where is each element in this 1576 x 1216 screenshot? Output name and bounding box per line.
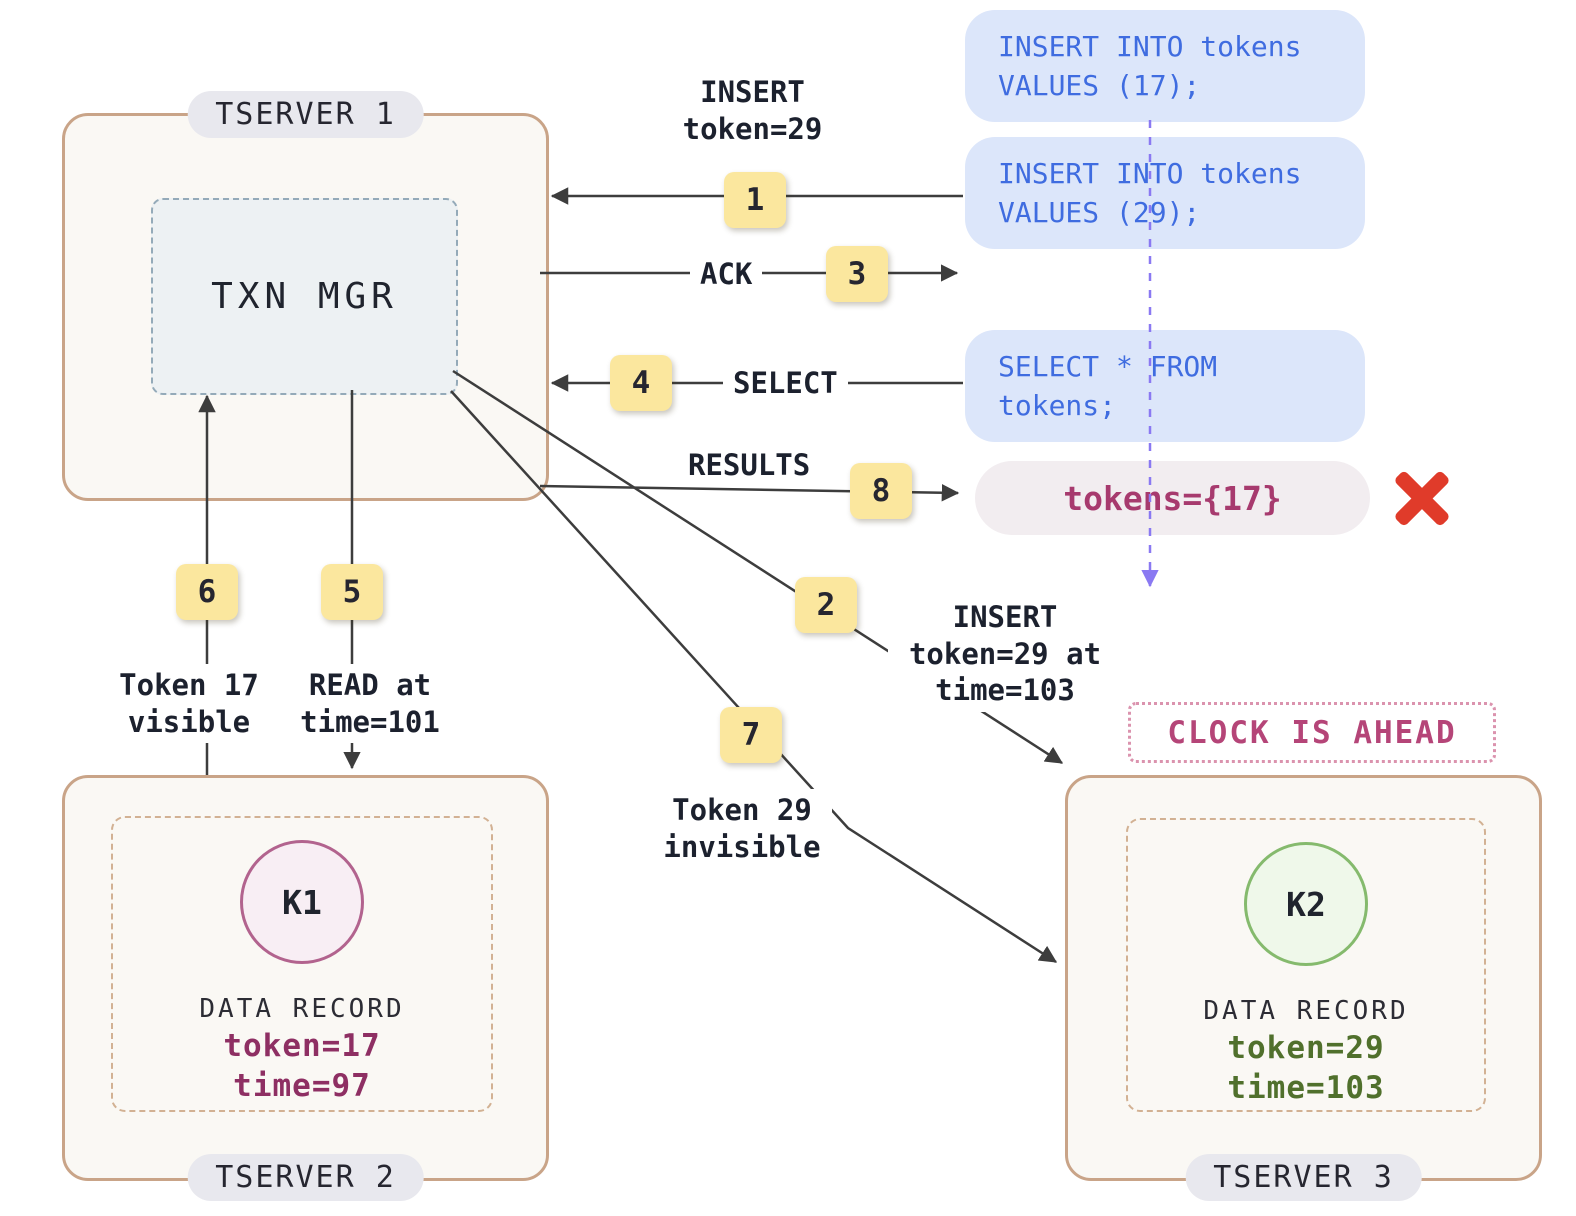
sql-select-box: SELECT * FROM tokens;: [965, 330, 1365, 443]
label-insert-at-line2: token=29 at: [908, 636, 1102, 671]
label-token17-visible: Token 17 visible: [104, 664, 274, 744]
label-read-at-time101: READ at time=101: [286, 664, 454, 744]
tserver2-box: K1 DATA RECORD token=17 time=97 TSERVER …: [62, 775, 549, 1201]
sql-select-line1: SELECT * FROM: [998, 350, 1218, 383]
tserver1-box: TSERVER 1 TXN MGR: [62, 91, 549, 501]
tserver2-record-title: DATA RECORD: [199, 994, 405, 1024]
sql-select-line2: tokens;: [998, 389, 1117, 423]
step-badge-8: 8: [850, 463, 912, 519]
label-ack: ACK: [690, 253, 763, 296]
k2-label: K2: [1286, 884, 1326, 924]
label-insert-at-line1: INSERT: [952, 600, 1058, 634]
tserver2-record-box: K1 DATA RECORD token=17 time=97: [111, 816, 493, 1112]
tserver1-label: TSERVER 1: [187, 91, 424, 138]
label-token29-line1: Token 29: [672, 793, 812, 827]
tserver2-label: TSERVER 2: [187, 1154, 424, 1201]
tserver3-record-box: K2 DATA RECORD token=29 time=103: [1126, 818, 1486, 1112]
tserver3-box: K2 DATA RECORD token=29 time=103 TSERVER…: [1065, 775, 1542, 1201]
error-x-icon: [1390, 466, 1454, 530]
sql-insert-29-box: INSERT INTO tokens VALUES (29);: [965, 137, 1365, 250]
tserver3-label: TSERVER 3: [1185, 1154, 1422, 1201]
label-token29-invisible: Token 29 invisible: [652, 789, 832, 869]
sql-insert-17-box: INSERT INTO tokens VALUES (17);: [965, 10, 1365, 123]
label-insert-at-line3: time=103: [935, 673, 1075, 708]
label-read-at-line2: time=101: [300, 704, 440, 739]
label-insert-at-time103: INSERT token=29 at time=103: [888, 596, 1122, 712]
sql-insert-29-line2: VALUES (29);: [998, 196, 1201, 230]
txn-mgr-box: TXN MGR: [151, 198, 458, 395]
step-badge-6: 6: [176, 564, 238, 620]
label-token17-line2: visible: [127, 704, 251, 739]
query-result-box: tokens={17}: [975, 461, 1370, 535]
k1-label: K1: [282, 882, 322, 922]
label-token17-line1: Token 17: [119, 668, 259, 702]
sql-insert-17-line1: INSERT INTO tokens: [998, 30, 1302, 63]
tserver3-time-value: time=103: [1227, 1070, 1385, 1106]
step-badge-3: 3: [826, 246, 888, 302]
k1-circle: K1: [240, 840, 364, 964]
step-badge-4: 4: [610, 355, 672, 411]
sql-insert-17-line2: VALUES (17);: [998, 69, 1201, 103]
tserver3-token-value: token=29: [1227, 1030, 1385, 1066]
label-insert-token29: INSERT token=29: [640, 74, 865, 147]
label-read-at-line1: READ at: [308, 668, 432, 702]
k2-circle: K2: [1244, 842, 1368, 966]
step-badge-5: 5: [321, 564, 383, 620]
txn-mgr-label: TXN MGR: [211, 276, 398, 317]
tserver2-time-value: time=97: [233, 1068, 371, 1104]
step-badge-1: 1: [724, 172, 786, 228]
sql-insert-29-line1: INSERT INTO tokens: [998, 157, 1302, 190]
step-badge-2: 2: [795, 577, 857, 633]
step-badge-7: 7: [720, 707, 782, 763]
label-token29-line2: invisible: [663, 829, 821, 864]
clock-ahead-text: CLOCK IS AHEAD: [1167, 714, 1457, 751]
label-insert-token29-line2: token=29: [682, 111, 823, 146]
clock-ahead-note: CLOCK IS AHEAD: [1128, 702, 1496, 763]
query-result-text: tokens={17}: [1063, 478, 1282, 518]
label-results: RESULTS: [688, 448, 811, 482]
tserver3-record-title: DATA RECORD: [1203, 996, 1409, 1026]
tserver2-token-value: token=17: [223, 1028, 381, 1064]
label-select: SELECT: [723, 362, 848, 405]
label-insert-token29-line1: INSERT: [700, 75, 805, 109]
